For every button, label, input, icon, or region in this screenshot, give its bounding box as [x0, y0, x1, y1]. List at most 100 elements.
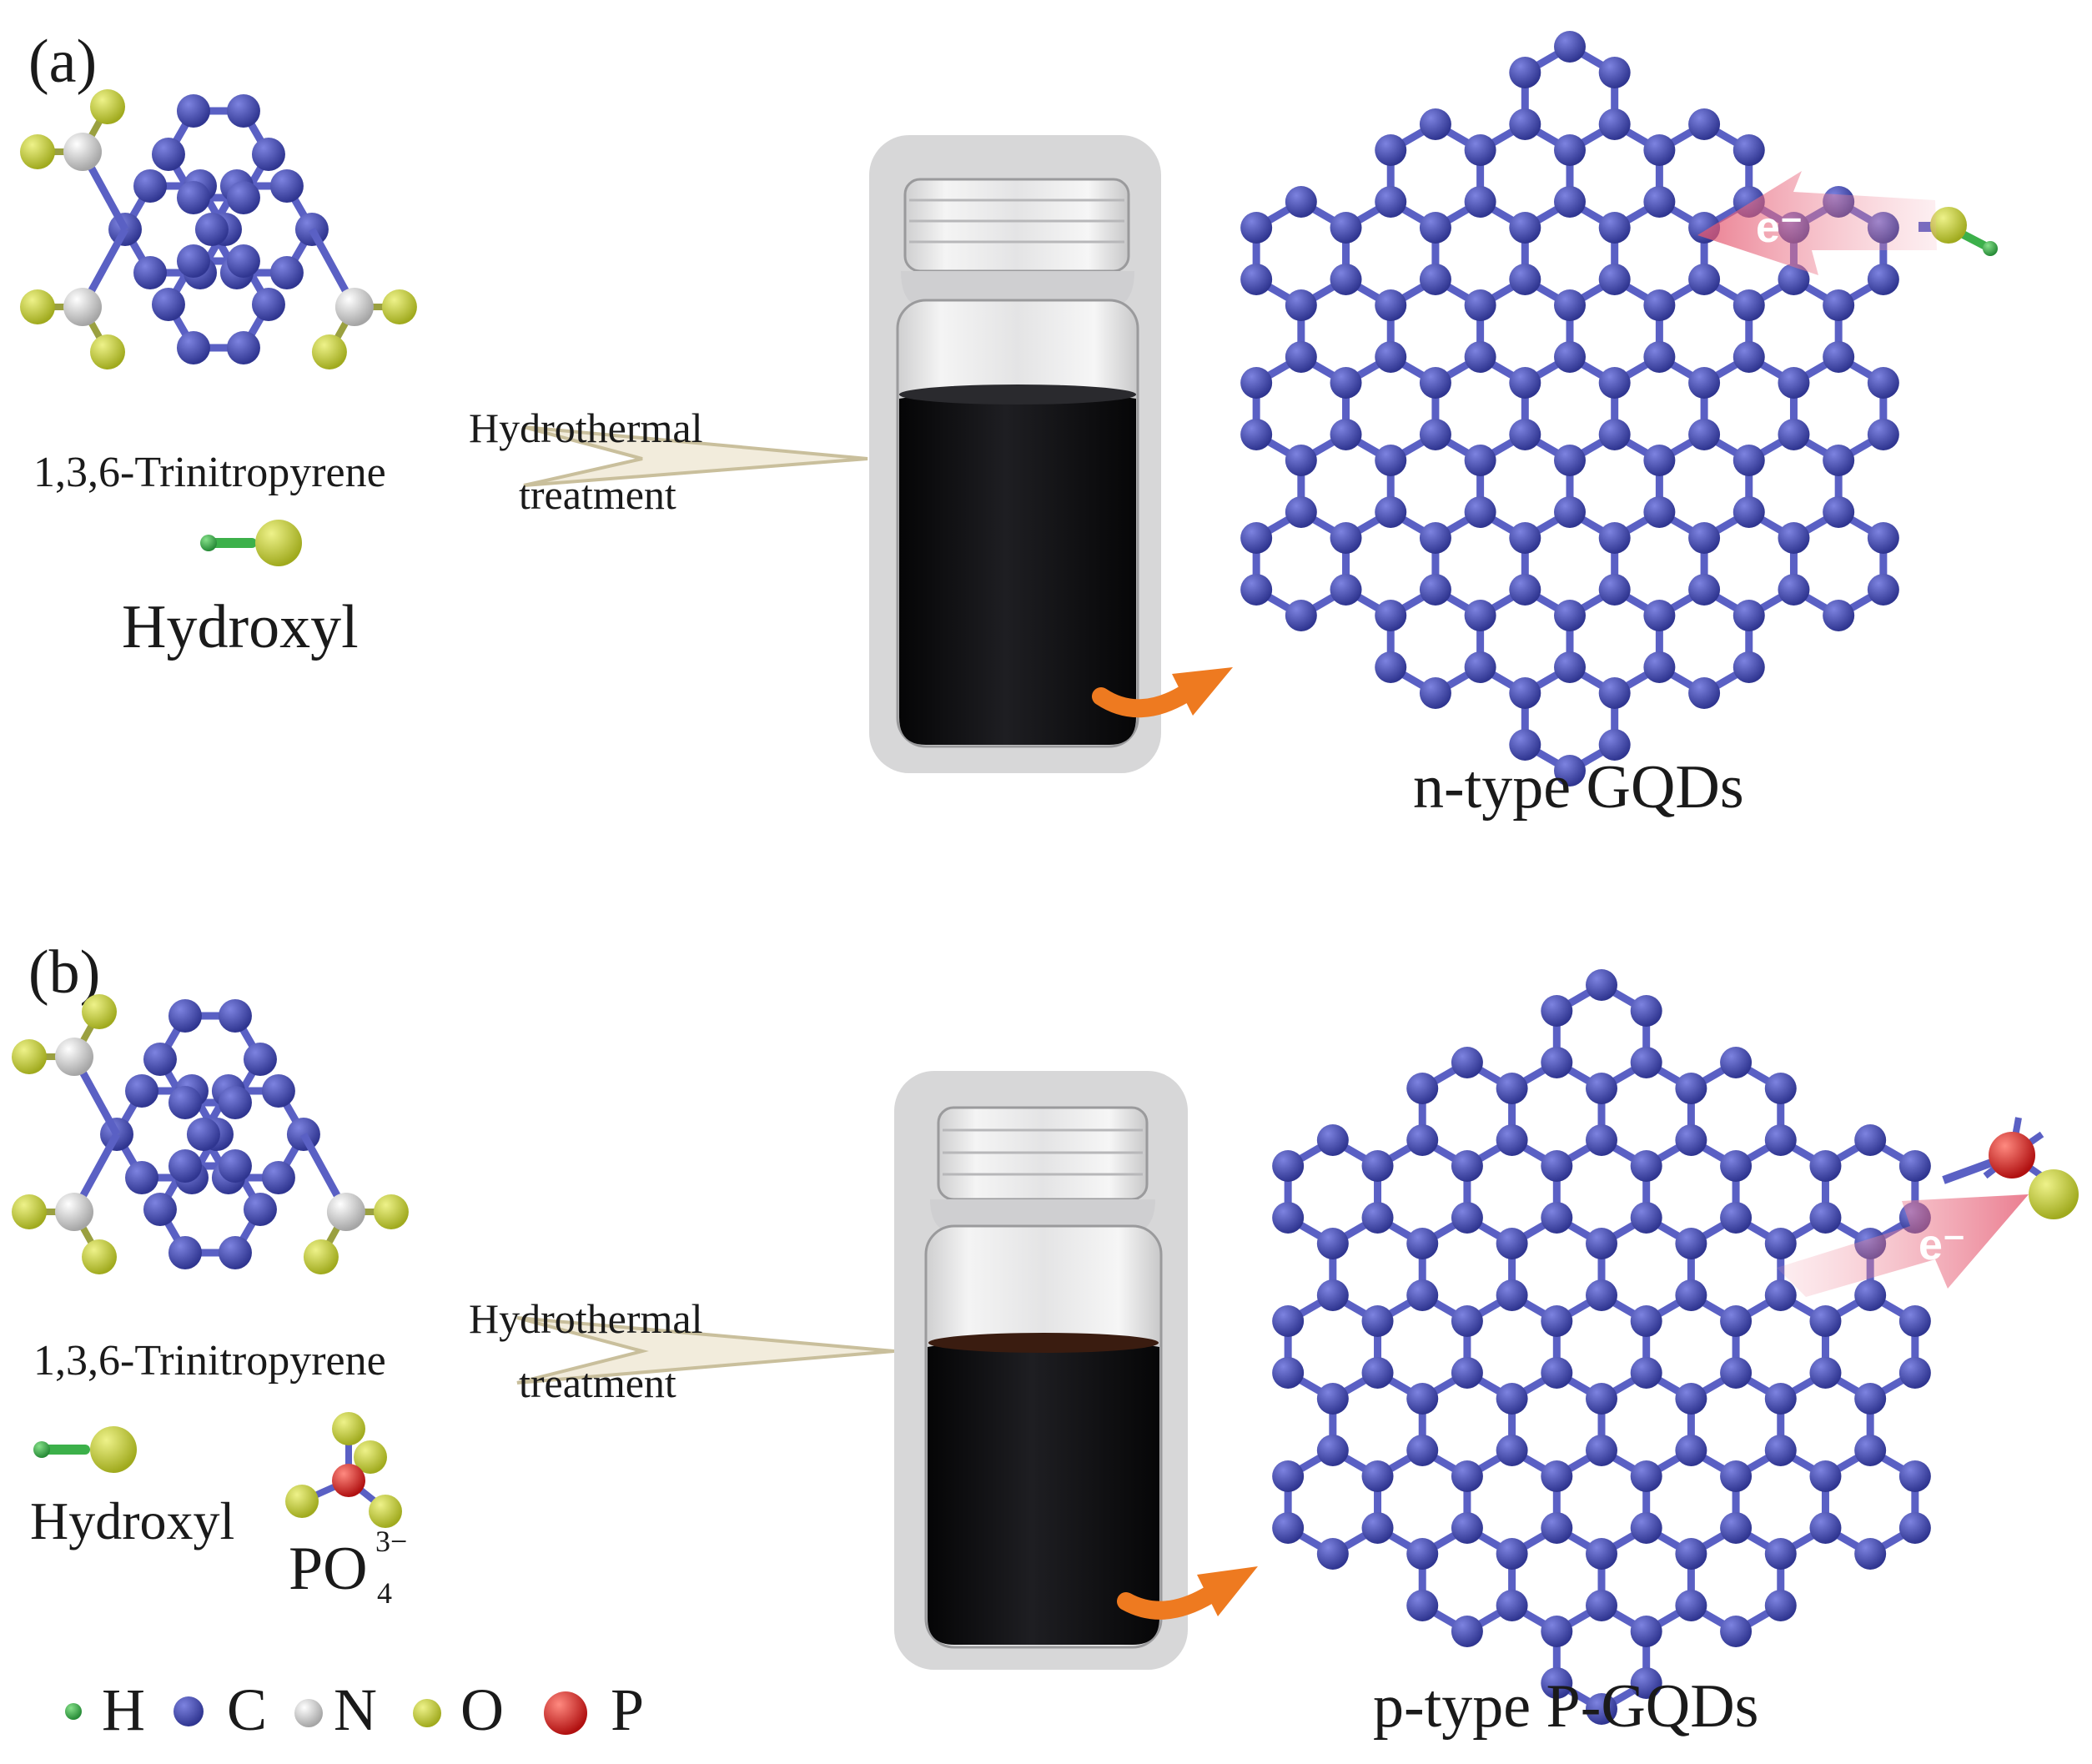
carbon-atom: [1419, 419, 1451, 450]
carbon-atom: [1509, 419, 1541, 450]
carbon-atom: [1541, 1667, 1573, 1699]
carbon-atom: [1451, 1460, 1483, 1492]
process-label-line2-a: treatment: [519, 471, 676, 518]
carbon-atom: [1554, 341, 1586, 373]
oxygen-atom: [381, 289, 417, 324]
carbon-atom: [1509, 677, 1541, 709]
legend-swatch-p: [544, 1691, 587, 1735]
carbon-atom: [1688, 419, 1721, 450]
carbon-atom: [143, 1043, 177, 1076]
carbon-atom: [1732, 600, 1765, 631]
carbon-atom: [1586, 969, 1617, 1001]
carbon-atom: [1406, 1124, 1439, 1156]
carbon-atom: [1330, 574, 1362, 606]
hydroxyl-icon-b: [33, 1426, 137, 1473]
carbon-atom: [1778, 522, 1810, 554]
carbon-atom: [1586, 1124, 1617, 1156]
carbon-atom: [168, 1085, 202, 1119]
graphene-lattice-a: [1240, 31, 1899, 787]
carbon-atom: [1720, 1512, 1753, 1544]
carbon-atom: [1675, 1383, 1707, 1415]
electron-label-b: e⁻: [1919, 1221, 1965, 1269]
process-label-line2-b: treatment: [519, 1359, 676, 1406]
carbon-atom: [1419, 574, 1451, 606]
carbon-atom: [1419, 212, 1451, 244]
carbon-atom: [1316, 1124, 1349, 1156]
carbon-atom: [133, 255, 167, 289]
carbon-atom: [1361, 1357, 1394, 1389]
carbon-atom: [1272, 1357, 1305, 1389]
carbon-atom: [1823, 496, 1855, 528]
carbon-atom: [1240, 574, 1273, 606]
carbon-atom: [1598, 729, 1631, 761]
carbon-atom: [251, 288, 285, 321]
oxygen-atom: [12, 1194, 47, 1229]
electron-arrow-a: e⁻: [1697, 171, 1937, 275]
phosphate-superscript: 3−: [375, 1525, 407, 1558]
carbon-atom: [1598, 419, 1631, 450]
carbon-atom: [1764, 1124, 1797, 1156]
carbon-atom: [1643, 445, 1676, 476]
carbon-atom: [1643, 134, 1676, 166]
carbon-atom: [1809, 1150, 1842, 1182]
carbon-atom: [1554, 755, 1586, 787]
carbon-atom: [1316, 1228, 1349, 1259]
carbon-atom: [1406, 1538, 1439, 1570]
carbon-atom: [1330, 212, 1362, 244]
legend-swatch-n: [294, 1699, 323, 1727]
carbon-atom: [1643, 289, 1676, 321]
carbon-atom: [1675, 1124, 1707, 1156]
carbon-atom: [1823, 600, 1855, 631]
carbon-atom: [1764, 1279, 1797, 1311]
carbon-atom: [1285, 496, 1317, 528]
carbon-atom: [1240, 264, 1273, 295]
carbon-atom: [1375, 600, 1407, 631]
carbon-atom: [1898, 1305, 1931, 1337]
product-label-a: n-type GQDs: [1413, 753, 1744, 822]
legend-item-n: N: [294, 1676, 377, 1743]
carbon-atom: [125, 1074, 158, 1108]
carbon-atom: [1867, 419, 1899, 450]
carbon-atom: [1406, 1590, 1439, 1621]
carbon-atom: [1541, 995, 1573, 1027]
carbon-atom: [1330, 522, 1362, 554]
carbon-atom: [1496, 1383, 1528, 1415]
carbon-atom: [1586, 1693, 1617, 1725]
carbon-atom: [1867, 574, 1899, 606]
carbon-atom: [1586, 1435, 1617, 1466]
carbon-atom: [1854, 1124, 1887, 1156]
carbon-atom: [218, 1085, 252, 1119]
carbon-atom: [1630, 1047, 1662, 1078]
carbon-atom: [1451, 1202, 1483, 1234]
carbon-atom: [1509, 729, 1541, 761]
nitrogen-atom: [55, 1193, 93, 1231]
carbon-atom: [1630, 1460, 1662, 1492]
carbon-atom: [1554, 651, 1586, 683]
carbon-atom: [1688, 522, 1721, 554]
carbon-atom: [1554, 134, 1586, 166]
carbon-atom: [1375, 186, 1407, 218]
phosphate-main: PO: [289, 1535, 368, 1603]
carbon-atom: [1330, 419, 1362, 450]
nitro-group: [308, 227, 417, 369]
carbon-atom: [1464, 651, 1496, 683]
carbon-atom: [243, 1043, 277, 1076]
carbon-atom: [1630, 1305, 1662, 1337]
carbon-atom: [1375, 496, 1407, 528]
carbon-atom: [1809, 1202, 1842, 1234]
carbon-atom: [1598, 57, 1631, 88]
carbon-atom: [1509, 264, 1541, 295]
nitro-group: [20, 89, 128, 232]
carbon-atom: [1764, 1590, 1797, 1621]
carbon-atom: [1898, 1150, 1931, 1182]
panel-b-label: (b): [28, 938, 100, 1007]
carbon-atom: [1541, 1150, 1573, 1182]
carbon-atom: [1643, 600, 1676, 631]
carbon-atom: [1764, 1383, 1797, 1415]
vial-photo-b: [894, 1071, 1188, 1670]
graphene-lattice-b: [1272, 969, 1931, 1725]
legend-swatch-o: [413, 1699, 441, 1727]
carbon-atom: [1732, 651, 1765, 683]
carbon-atom: [1778, 264, 1810, 295]
carbon-atom: [194, 213, 229, 246]
